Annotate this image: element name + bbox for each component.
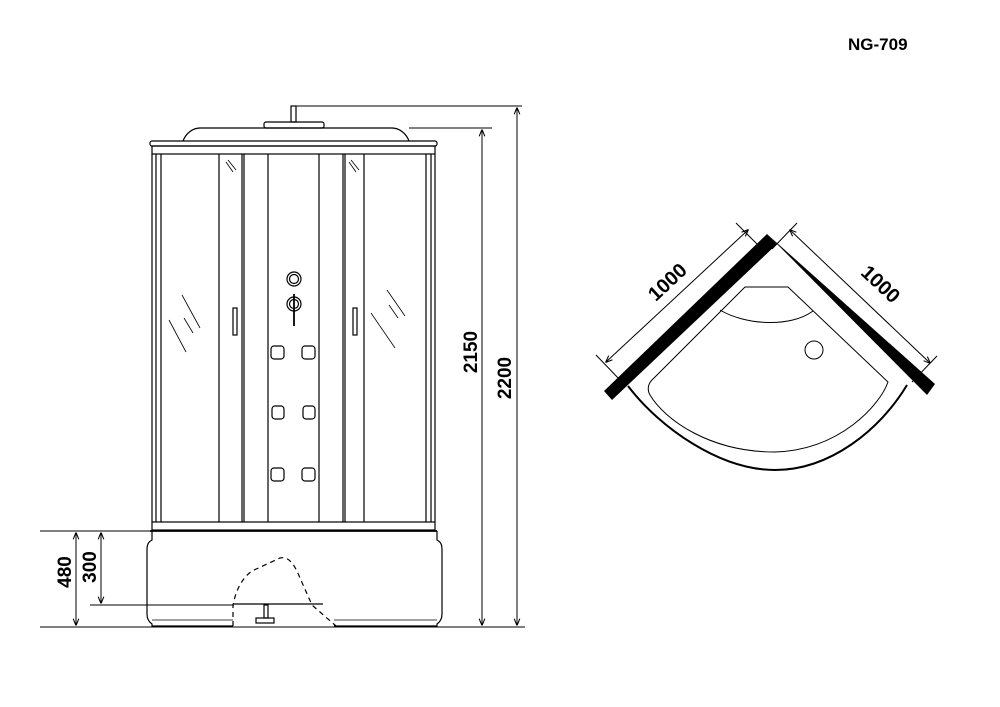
roof-cap (263, 121, 325, 129)
dim-total-height: 2200 (495, 357, 516, 399)
wall-left (604, 234, 777, 400)
drain-icon (804, 340, 824, 360)
top-dimensions (595, 222, 938, 383)
roof-shower-pipe (290, 105, 297, 123)
dim-left-side: 1000 (644, 259, 692, 305)
model-number: NG-709 (848, 35, 908, 54)
front-dimensions (40, 105, 525, 628)
shower-tray (146, 531, 233, 627)
tray-inner (647, 286, 889, 453)
dim-tray-floor-height: 300 (80, 551, 101, 583)
right-door-handle (352, 307, 358, 336)
dim-cabin-height: 2150 (461, 331, 482, 373)
roof-dome (182, 127, 410, 142)
wall-right (767, 234, 935, 395)
tray-arch-dashed (232, 557, 337, 627)
front-view (146, 105, 443, 627)
top-view (604, 234, 935, 472)
tray-outline (627, 384, 908, 472)
roof-rim (149, 140, 438, 147)
control-knob-top (286, 271, 302, 287)
massage-jets (270, 345, 316, 482)
adjustable-leg (263, 604, 269, 619)
glass-reflection (168, 159, 406, 353)
dim-right-side: 1000 (856, 261, 904, 307)
dim-tray-height: 480 (55, 556, 76, 588)
seat-arc (719, 309, 814, 324)
left-door-handle (232, 307, 238, 336)
